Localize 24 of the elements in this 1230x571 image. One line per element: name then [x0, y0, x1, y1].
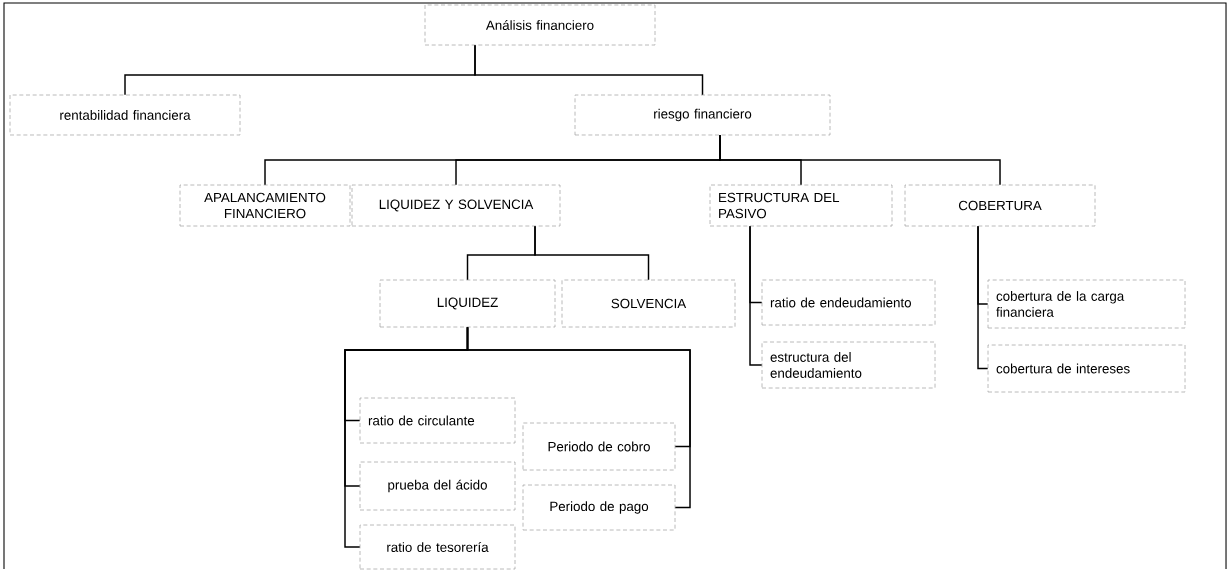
connector [466, 326, 691, 509]
text-box: ratio de endeudamiento [761, 279, 936, 326]
text-box: LIQUIDEZ [379, 279, 556, 328]
text-box: cobertura de intereses [987, 344, 1186, 393]
text-box: cobertura de la carga financiera [987, 279, 1186, 329]
text-box: Periodo de pago [522, 484, 676, 531]
connector [474, 44, 704, 96]
text-box: SOLVENCIA [561, 279, 736, 328]
text-box: APALANCAMIENTO FINANCIERO [179, 184, 351, 227]
text-box: prueba del ácido [359, 461, 516, 511]
text-box: ratio de circulante [359, 397, 516, 444]
text-box: Periodo de cobro [522, 422, 676, 471]
text-box: estructura del endeudamiento [761, 341, 936, 389]
connector [977, 225, 989, 370]
text-box: LIQUIDEZ Y SOLVENCIA [351, 184, 561, 227]
text-box: rentabilidad financiera [9, 94, 241, 136]
connector [719, 134, 1001, 186]
text-box: COBERTURA [904, 184, 1096, 227]
connector [749, 225, 763, 366]
connector [534, 225, 650, 281]
text-box: Análisis financiero [424, 4, 656, 46]
text-box: riesgo financiero [574, 94, 831, 136]
text-box: ESTRUCTURA DEL PASIVO [709, 184, 893, 227]
text-box: ratio de tesorería [359, 524, 516, 570]
